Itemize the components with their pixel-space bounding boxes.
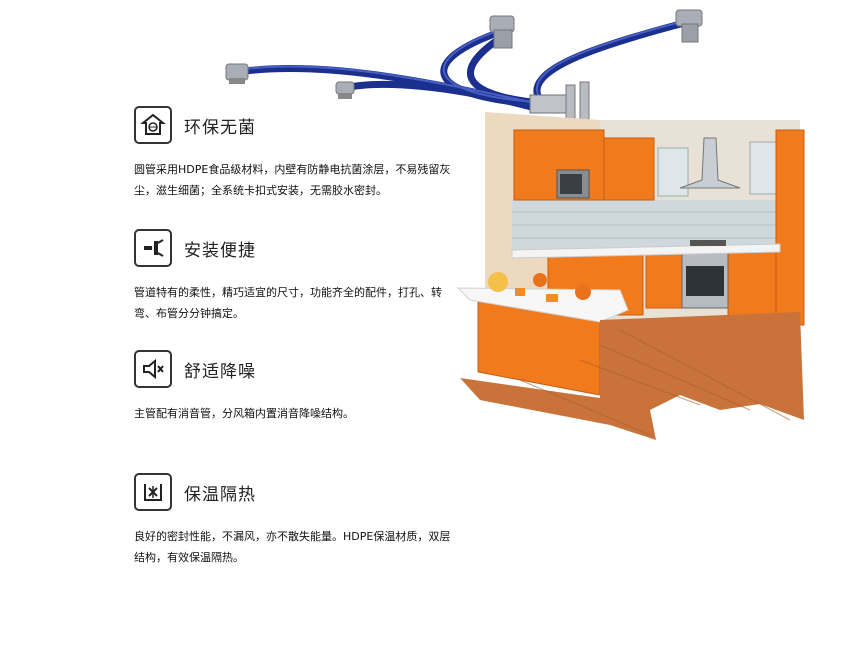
kitchen-room xyxy=(485,112,805,330)
feature-easy-install: 安装便捷 管道特有的柔性，精巧适宜的尺寸，功能齐全的配件，打孔、转弯、布管分分钟… xyxy=(134,228,454,324)
air-vent-mid xyxy=(335,81,355,99)
ventilation-pipes xyxy=(234,18,692,112)
distribution-box xyxy=(529,81,590,131)
feature-title: 安装便捷 xyxy=(184,240,256,261)
feature-title: 舒适降噪 xyxy=(184,361,256,382)
kitchen-island xyxy=(456,272,629,396)
insulation-icon xyxy=(134,473,172,511)
feature-thermal-insulation: 保温隔热 良好的密封性能，不漏风，亦不散失能量。HDPE保温材质，双层结构，有效… xyxy=(134,472,454,568)
feature-description: 主管配有消音管，分风箱内置消音降噪结构。 xyxy=(134,407,354,420)
air-vent-left xyxy=(225,63,249,84)
feature-eco-antibacterial: 环保无菌 圆管采用HDPE食品级材料，内壁有防静电抗菌涂层，不易残留灰尘，滋生细… xyxy=(134,105,454,201)
pipe-highlights xyxy=(237,19,689,104)
feature-noise-reduction: 舒适降噪 主管配有消音管，分风箱内置消音降噪结构。 xyxy=(134,349,454,424)
feature-header: 舒适降噪 xyxy=(134,349,454,389)
feature-description: 良好的密封性能，不漏风，亦不散失能量。HDPE保温材质，双层结构，有效保温隔热。 xyxy=(134,530,451,564)
air-vent-right xyxy=(675,9,703,43)
feature-description: 管道特有的柔性，精巧适宜的尺寸，功能齐全的配件，打孔、转弯、布管分分钟搞定。 xyxy=(134,286,442,320)
mute-speaker-icon xyxy=(134,350,172,388)
feature-title: 保温隔热 xyxy=(184,484,256,505)
air-vent-top xyxy=(489,15,515,49)
wood-floor xyxy=(460,312,804,440)
feature-description: 圆管采用HDPE食品级材料，内壁有防静电抗菌涂层，不易残留灰尘，滋生细菌；全系统… xyxy=(134,163,451,197)
feature-title: 环保无菌 xyxy=(184,117,256,138)
house-shield-icon xyxy=(134,106,172,144)
feature-header: 安装便捷 xyxy=(134,228,454,268)
feature-header: 环保无菌 xyxy=(134,105,454,145)
tools-icon xyxy=(134,229,172,267)
feature-header: 保温隔热 xyxy=(134,472,454,512)
